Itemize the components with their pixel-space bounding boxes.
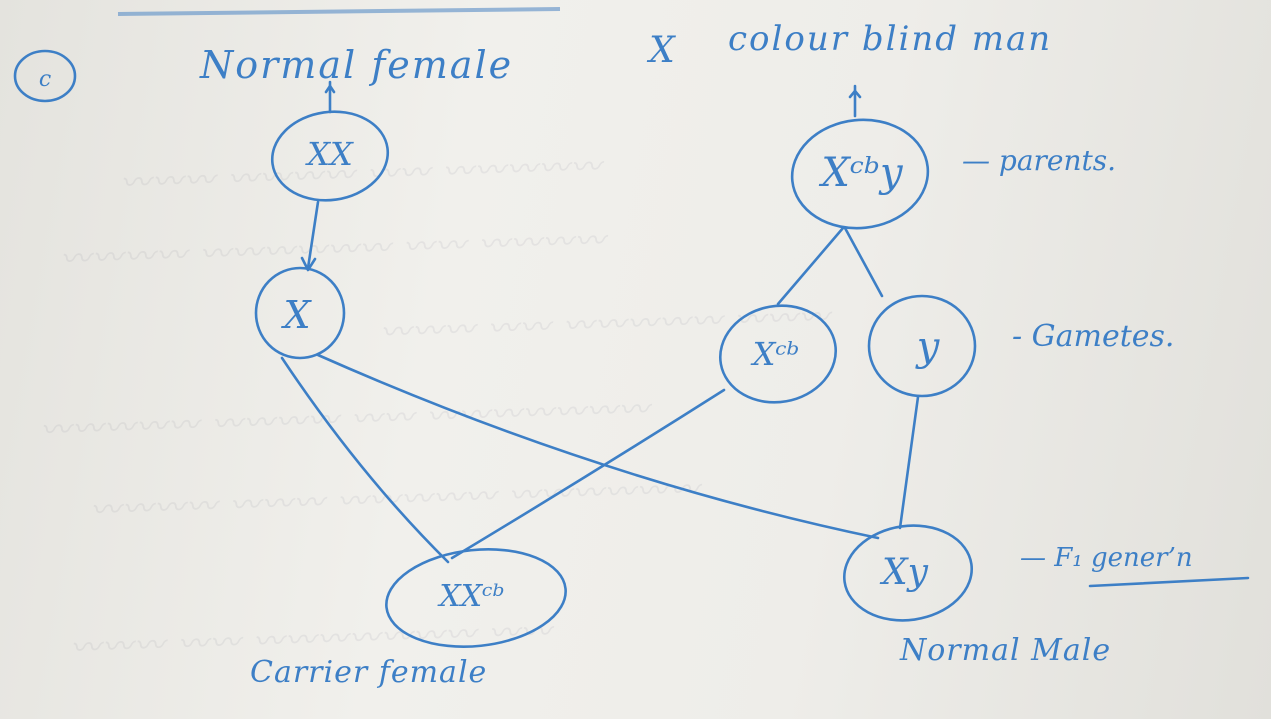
father-to-y-gamete-line <box>843 226 884 298</box>
cross-male-label: colour blind man <box>728 19 1052 59</box>
normal-male-genotype: Xy <box>879 552 929 593</box>
carrier-female-genotype-circle <box>385 548 567 648</box>
mother-gamete: X <box>280 293 312 337</box>
mother-x-to-female-line <box>280 356 450 564</box>
carrier-female-caption: Carrier female <box>250 655 487 690</box>
carrier-female-genotype: XXᶜᵇ <box>437 579 504 614</box>
father-y-gamete-circle <box>867 294 977 398</box>
father-x-gamete-circle <box>718 304 838 404</box>
father-arrow-head <box>848 89 862 99</box>
normal-male-caption: Normal Male <box>899 633 1111 668</box>
gametes-label: - Gametes. <box>1012 319 1174 354</box>
question-index: c <box>39 67 51 92</box>
parents-label: — parents. <box>962 144 1116 177</box>
mother-genotype: XX <box>304 135 354 173</box>
father-genotype-circle <box>790 118 930 230</box>
father-x-gamete: Xᶜᵇ <box>750 335 800 373</box>
mother-x-to-male-line <box>316 353 880 540</box>
father-y-gamete: y <box>915 324 941 370</box>
question-index-circle <box>13 49 77 103</box>
mother-gamete-circle <box>254 266 346 360</box>
mother-arrow-head <box>324 84 336 94</box>
father-genotype: Xᶜᵇy <box>818 150 904 196</box>
cross-female-label: Normal female <box>199 43 513 87</box>
top-ruled-line <box>117 7 561 16</box>
father-x-to-female-line <box>450 388 726 560</box>
father-to-x-gamete-line <box>776 226 845 306</box>
f1-generation-label: — F₁ gener’n <box>1020 543 1193 573</box>
cross-symbol: X <box>646 30 676 71</box>
mother-genotype-circle <box>270 110 390 202</box>
father-y-to-male-line <box>898 395 920 530</box>
normal-male-genotype-circle <box>842 524 974 622</box>
mother-to-gamete-line <box>306 200 320 270</box>
f1-underline <box>1088 576 1250 588</box>
